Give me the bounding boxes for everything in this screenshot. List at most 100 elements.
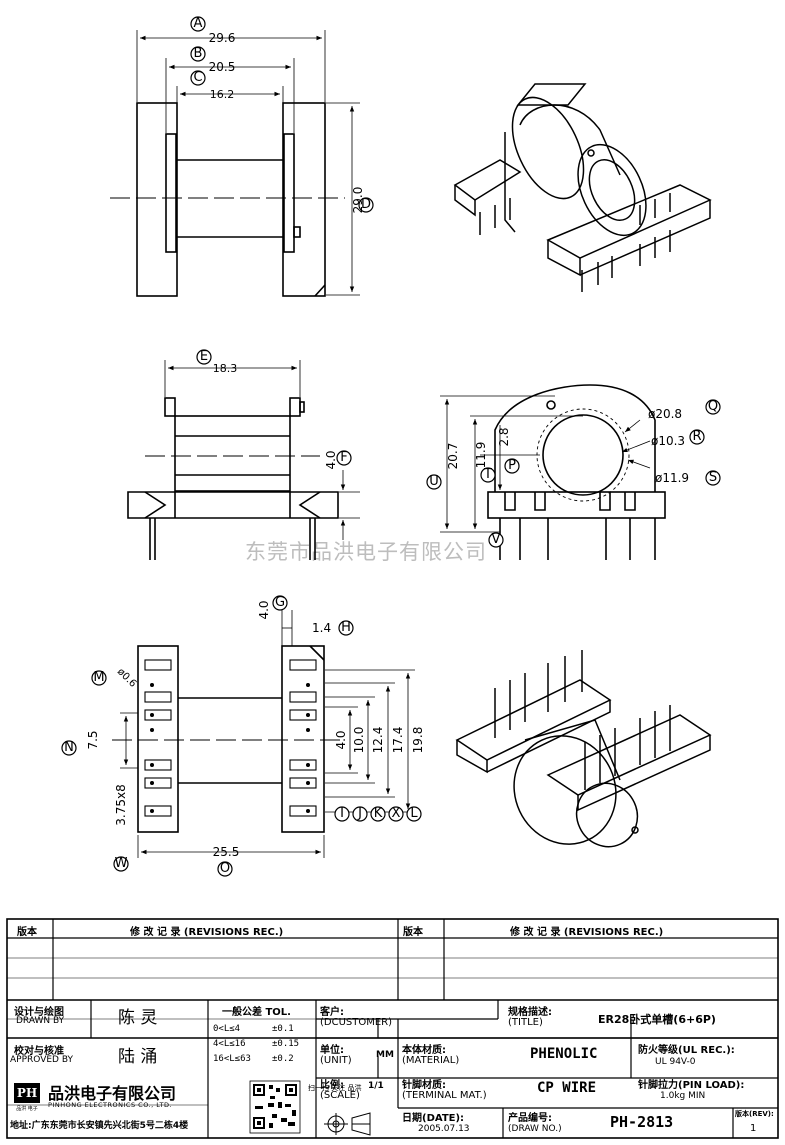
pin-load-value: 1.0kg MIN: [660, 1091, 706, 1101]
flame-value: UL 94V-0: [655, 1057, 696, 1067]
dim-f: 4.0: [324, 450, 338, 469]
approved-by-label-cn: 校对与核准: [14, 1046, 64, 1057]
callout-h: H: [341, 620, 351, 635]
draw-no-label-en: (DRAW NO.): [508, 1124, 562, 1134]
dim-u: 20.7: [446, 443, 460, 470]
unit-label-en: (UNIT): [320, 1055, 352, 1066]
callout-o: O: [220, 861, 230, 876]
title-block: PH 品洪 电子 扫一扫 关注 品洪: [6, 918, 779, 1139]
svg-text:品洪 电子: 品洪 电子: [16, 1105, 38, 1112]
callout-k: K: [374, 806, 383, 821]
dim-m: ø0.6: [115, 666, 138, 689]
pin-load-label: 针脚拉力(PIN LOAD):: [638, 1080, 745, 1091]
tolerance-row-3-range: 16<L≤63: [213, 1054, 251, 1064]
callout-j: J: [357, 806, 362, 821]
customer-label-en: (DCUSTOMER): [320, 1017, 393, 1028]
callout-t: T: [483, 467, 492, 482]
dim-r: ø10.3: [651, 434, 685, 448]
title-value: ER28卧式单槽(6+6P): [598, 1013, 716, 1026]
callout-g: G: [275, 595, 285, 610]
unit-label-cn: 单位:: [320, 1045, 344, 1056]
tolerance-row-2-range: 4<L≤16: [213, 1039, 246, 1049]
title-label-en: (TITLE): [508, 1017, 543, 1028]
material-value: PHENOLIC: [530, 1046, 598, 1062]
callout-v: V: [492, 532, 501, 547]
tolerance-row-1-range: 0<L≤4: [213, 1024, 241, 1034]
dim-a: 29.6: [209, 31, 236, 45]
tolerance-title: 一般公差 TOL.: [222, 1007, 291, 1018]
terminal-value: CP WIRE: [537, 1080, 597, 1096]
callout-e: E: [200, 349, 208, 364]
callout-i: I: [340, 806, 344, 821]
callout-f: F: [340, 450, 347, 465]
projection-symbol: [324, 1112, 371, 1136]
qr-caption: 扫一扫 关注 品洪: [308, 1083, 361, 1092]
dim-x: 12.4: [371, 727, 385, 754]
dim-p: 2.8: [497, 427, 511, 446]
callout-w: W: [115, 856, 128, 871]
callout-p: P: [508, 458, 516, 473]
dim-s: ø11.9: [655, 471, 689, 485]
draw-no-value: PH-2813: [610, 1113, 674, 1131]
dim-z: 19.8: [411, 727, 425, 754]
revisions-header-version: 版本: [17, 927, 37, 938]
bottom-view: [112, 610, 415, 858]
iso-view-bottom: [455, 650, 712, 848]
callout-b: B: [194, 46, 203, 61]
dim-n: 7.5: [86, 730, 100, 749]
date-label: 日期(DATE):: [402, 1113, 465, 1124]
scale-value: 1/1: [368, 1081, 384, 1091]
callout-q: Q: [708, 399, 718, 414]
date-value: 2005.07.13: [418, 1124, 470, 1134]
callout-l: L: [410, 806, 418, 821]
scale-label-en: (SCALE): [320, 1090, 360, 1101]
dim-t: 11.9: [474, 442, 488, 469]
customer-label-cn: 客户:: [320, 1007, 344, 1018]
tolerance-row-2-value: ±0.15: [272, 1039, 300, 1049]
company-name-en: PINHONG ELECTRONICS CO., LTD.: [48, 1101, 173, 1109]
iso-view-top: [453, 83, 712, 292]
material-label-en: (MATERIAL): [402, 1055, 460, 1066]
callout-n: N: [64, 740, 74, 755]
callout-m: M: [93, 670, 104, 685]
company-address: 地址:广东东莞市长安镇先兴北街5号二栋4楼: [10, 1121, 189, 1131]
dim-g: 4.0: [257, 600, 271, 619]
scale-label-cn: 比例:: [320, 1080, 344, 1091]
company-logo: PH 品洪 电子: [14, 1083, 40, 1112]
drawn-by-name: 陈 灵: [118, 1008, 158, 1028]
technical-drawing: A B C D E F U T P V Q R S G H M N W O I …: [61, 16, 721, 877]
revisions-header-record: 修 改 记 录 (REVISIONS REC.): [130, 927, 284, 938]
approved-by-label-en: APPROVED BY: [10, 1055, 74, 1065]
qr-code: [249, 1080, 301, 1134]
drawn-by-label-cn: 设计与绘图: [14, 1007, 64, 1018]
tolerance-row-1-value: ±0.1: [272, 1024, 294, 1034]
callout-circles: [61, 16, 721, 877]
callout-u: U: [429, 474, 439, 489]
dim-j: 10.0: [352, 727, 366, 754]
revision-label: 版本(REV):: [735, 1110, 774, 1118]
dim-b: 20.5: [209, 60, 236, 74]
terminal-label-cn: 针脚材质:: [402, 1080, 446, 1091]
unit-value: MM: [376, 1050, 394, 1060]
dim-d: 29.0: [351, 187, 365, 214]
callout-c: C: [193, 70, 202, 85]
revisions-header-record-2: 修 改 记 录 (REVISIONS REC.): [510, 927, 664, 938]
callout-r: R: [692, 429, 701, 444]
top-view: [110, 30, 360, 297]
tolerance-row-3-value: ±0.2: [272, 1054, 294, 1064]
company-name-cn: 品洪电子有限公司: [48, 1084, 177, 1103]
revision-value: 1: [750, 1123, 757, 1134]
approved-by-name: 陆 涌: [118, 1047, 158, 1067]
terminal-label-en: (TERMINAL MAT.): [402, 1090, 487, 1101]
svg-text:扫一扫 关注 品洪: 扫一扫 关注 品洪: [308, 1083, 361, 1092]
side-view: [127, 360, 360, 560]
callout-x: X: [392, 806, 401, 821]
callout-d: D: [361, 197, 371, 212]
dim-c: 16.2: [210, 88, 235, 101]
dim-h: 1.4: [312, 621, 331, 635]
draw-no-label-cn: 产品编号:: [508, 1113, 552, 1124]
title-label-cn: 规格描述:: [508, 1007, 552, 1018]
dim-o: 25.5: [213, 845, 240, 859]
flame-label: 防火等级(UL REC.):: [638, 1045, 735, 1056]
watermark-text: 东莞市品洪电子有限公司: [245, 540, 487, 564]
